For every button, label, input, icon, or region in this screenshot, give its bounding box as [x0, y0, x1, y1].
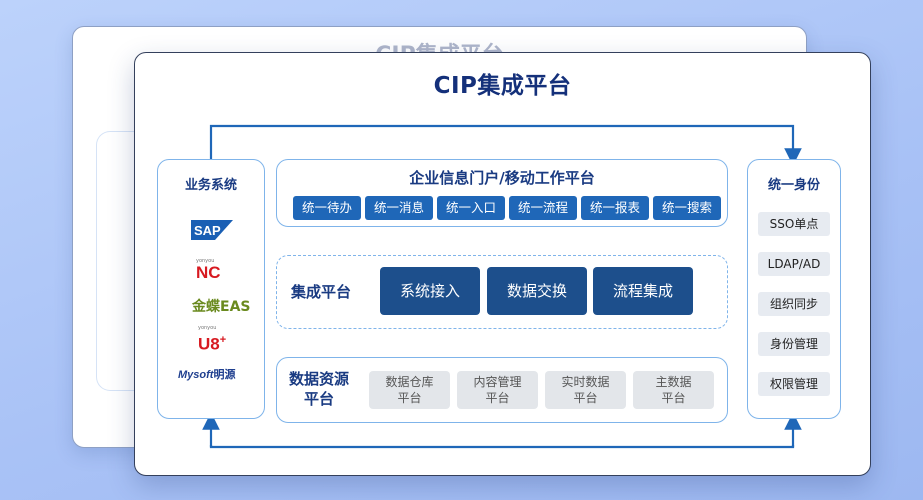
integration-item-access: 系统接入 [380, 267, 480, 315]
identity-title: 统一身份 [767, 178, 820, 193]
data-platform-panel: 数据资源 平台 数据仓库平台 内容管理平台 实时数据平台 主数据平台 [276, 357, 728, 423]
portal-item-entry: 统一入口 [437, 196, 505, 220]
portal-item-search: 统一搜索 [653, 196, 721, 220]
portal-item-report: 统一报表 [581, 196, 649, 220]
data-platform-title-line2: 平台 [304, 390, 335, 408]
identity-item-permission-mgmt: 权限管理 [758, 372, 830, 396]
nc-logo: yonyou NC [196, 258, 236, 282]
nc-logo-small-text: yonyou [196, 258, 215, 264]
nc-logo-text: NC [196, 263, 221, 282]
data-platform-title: 数据资源 平台 [289, 369, 349, 409]
data-item-warehouse: 数据仓库平台 [369, 371, 450, 409]
connector-lines [202, 124, 802, 449]
svg-text:SAP: SAP [194, 223, 221, 238]
integration-title: 集成平台 [291, 283, 352, 301]
background-panel [96, 131, 157, 391]
data-platform-title-line1: 数据资源 [289, 370, 350, 388]
portal-item-process: 统一流程 [509, 196, 577, 220]
u8-logo-small-text: yonyou [198, 325, 217, 331]
mysoft-logo: Mysoft明源 [178, 366, 235, 382]
business-systems-panel: 业务系统 SAP yonyou NC 金蝶EAS yonyou U8+ Myso… [157, 159, 265, 419]
data-item-content: 内容管理平台 [457, 371, 538, 409]
eas-logo-text: 金蝶EAS [192, 299, 251, 315]
u8-logo: yonyou U8+ [198, 325, 238, 354]
u8-plus: + [219, 334, 227, 346]
identity-item-sso: SSO单点 [758, 212, 830, 236]
mysoft-logo-en: Mysoft [178, 369, 214, 381]
data-item-master: 主数据平台 [633, 371, 714, 409]
eas-logo: 金蝶EAS [192, 296, 250, 316]
diagram-title: CIP集成平台 [433, 73, 572, 99]
sap-logo: SAP [191, 220, 233, 240]
top-connector [209, 124, 802, 166]
identity-panel: 统一身份 SSO单点 LDAP/AD 组织同步 身份管理 权限管理 [747, 159, 841, 419]
diagram-card: CIP集成平台 业务系统 SAP yonyou NC 金蝶EAS [134, 52, 871, 476]
data-item-realtime: 实时数据平台 [545, 371, 626, 409]
portal-item-message: 统一消息 [365, 196, 433, 220]
business-systems-title: 业务系统 [184, 178, 237, 193]
portal-panel: 企业信息门户/移动工作平台 统一待办 统一消息 统一入口 统一流程 统一报表 统… [276, 159, 728, 227]
portal-item-todo: 统一待办 [293, 196, 361, 220]
u8-logo-text: U8+ [198, 334, 227, 354]
mysoft-logo-cn: 明源 [213, 369, 236, 381]
bottom-connector [209, 445, 795, 449]
portal-title: 企业信息门户/移动工作平台 [409, 169, 595, 187]
integration-panel: 集成平台 系统接入 数据交换 流程集成 [276, 255, 728, 329]
identity-item-org-sync: 组织同步 [758, 292, 830, 316]
integration-item-flow: 流程集成 [593, 267, 693, 315]
identity-item-identity-mgmt: 身份管理 [758, 332, 830, 356]
identity-item-ldap: LDAP/AD [758, 252, 830, 276]
integration-item-exchange: 数据交换 [487, 267, 587, 315]
